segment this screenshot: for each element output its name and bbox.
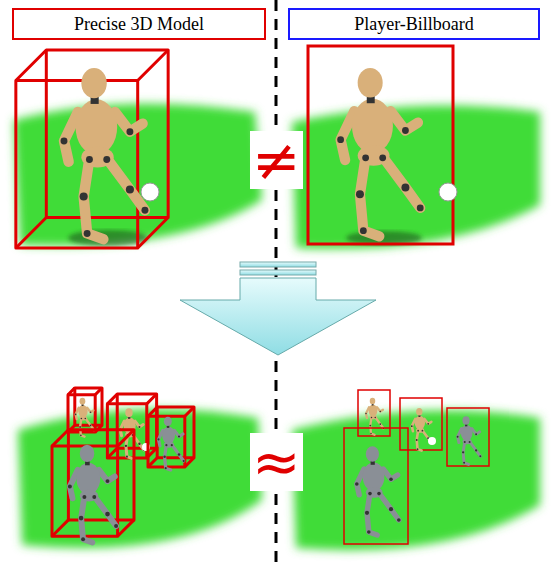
header-text: Precise 3D Model xyxy=(66,14,212,35)
player-billboards xyxy=(344,390,489,544)
player-3d-models xyxy=(52,388,194,543)
relation-symbol: ≈ xyxy=(250,433,303,491)
down-arrow xyxy=(180,262,376,355)
grass-ground xyxy=(18,409,262,548)
header-text: Player-Billboard xyxy=(346,14,482,35)
player-billboard xyxy=(308,46,457,245)
grass-ground xyxy=(292,410,540,550)
player-3d-model xyxy=(16,50,168,248)
header-box: Player-Billboard xyxy=(288,8,540,40)
header-box: Precise 3D Model xyxy=(12,8,266,40)
relation-symbol: ≠ xyxy=(250,131,303,189)
